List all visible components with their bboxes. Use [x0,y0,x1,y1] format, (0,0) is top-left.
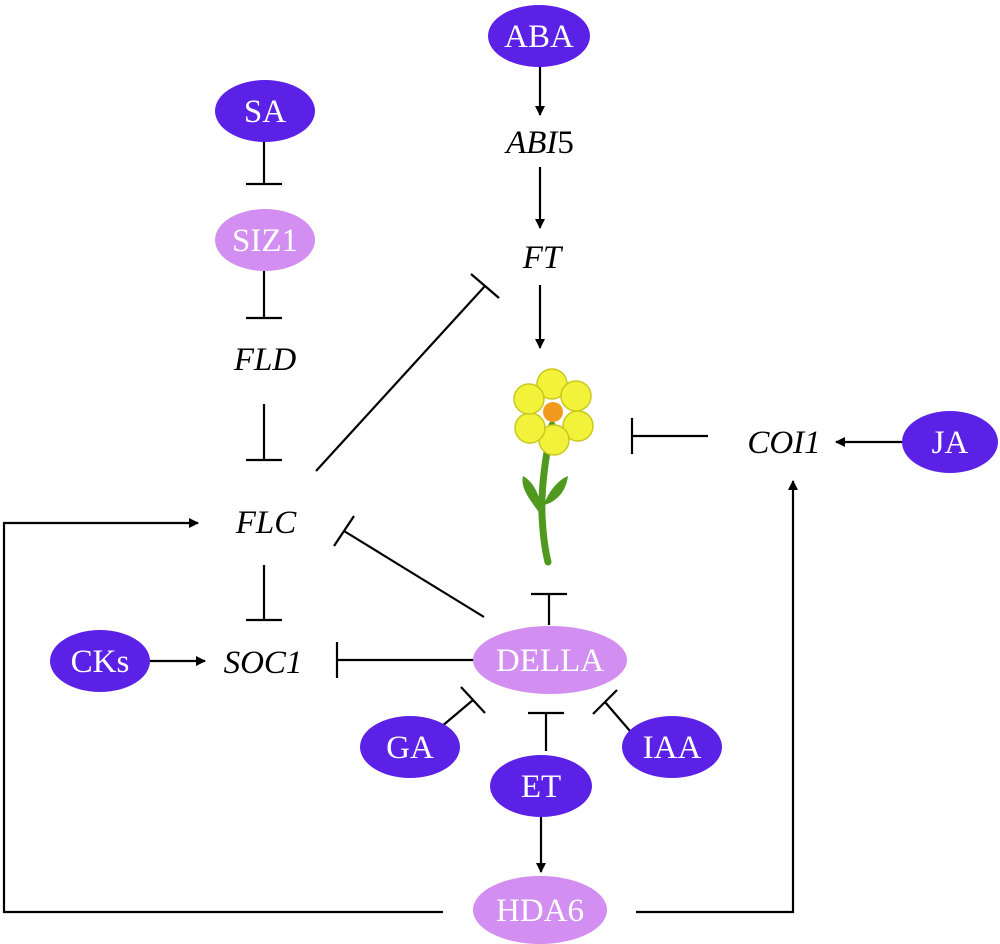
node-aba: ABA [488,5,590,67]
node-hda6: HDA6 [473,876,607,944]
edge-della-inhibits-soc1 [335,642,474,678]
sa-label: SA [244,94,286,130]
ja-ellipse [902,411,998,473]
edge-coi1-inhibits-flower [630,418,708,454]
gene-abi5: ABI5 [504,125,574,161]
et-label: ET [521,769,561,805]
petal-top-right [560,380,592,412]
edge-della-inhibits-flower [531,592,567,625]
edge-della-inhibits-flc [333,515,485,618]
gene-coi1: COI1 [747,425,820,461]
edge-hda6-to-coi1 [636,480,798,914]
ja-label: JA [932,425,969,461]
node-ga: GA [360,716,460,778]
edge-siz1-inhibits-fld [246,271,282,320]
flower-leaf-left [522,476,542,515]
node-et: ET [490,755,592,817]
cks-ellipse [50,630,150,692]
abi5-prefix: ABI [504,125,559,161]
hda6-ellipse [473,876,607,944]
edge-hda6-to-flc [2,518,443,914]
iaa-ellipse [622,716,722,778]
siz1-ellipse [215,209,315,271]
gene-ft: FT [522,240,564,276]
flower-icon [513,368,594,566]
della-label: DELLA [496,643,604,679]
sa-ellipse [215,80,315,142]
ga-ellipse [360,716,460,778]
aba-label: ABA [504,19,574,55]
edge-ga-inhibits-della [440,686,486,728]
petal-bottom-left [514,412,546,444]
edges [2,66,902,914]
flower-petals [513,368,594,456]
node-siz1: SIZ1 [215,209,315,271]
della-ellipse [473,626,627,694]
node-iaa: IAA [622,716,722,778]
gene-flc: FLC [235,505,298,541]
gene-soc1: SOC1 [224,645,303,681]
ga-label: GA [386,730,434,766]
et-ellipse [490,755,592,817]
petal-top-left [513,383,545,415]
edge-flc-inhibits-ft [315,273,500,472]
cks-label: CKs [71,644,130,680]
gene-fld: FLD [233,342,297,378]
flower-leaf-right [544,476,568,505]
edge-sa-inhibits-siz1 [246,140,282,186]
siz1-label: SIZ1 [232,223,298,259]
node-cks: CKs [50,630,150,692]
edge-fld-inhibits-flc [246,404,282,462]
edge-iaa-inhibits-della [592,689,631,732]
flower-center [543,402,563,422]
node-della: DELLA [473,626,627,694]
node-ja: JA [902,411,998,473]
aba-ellipse [488,5,590,67]
edge-et-inhibits-della [528,711,564,751]
node-sa: SA [215,80,315,142]
abi5-suffix: 5 [557,125,574,161]
edge-flc-inhibits-soc1 [246,565,282,622]
hda6-label: HDA6 [496,893,584,929]
iaa-label: IAA [643,730,702,766]
petal-bottom-right [562,410,594,442]
